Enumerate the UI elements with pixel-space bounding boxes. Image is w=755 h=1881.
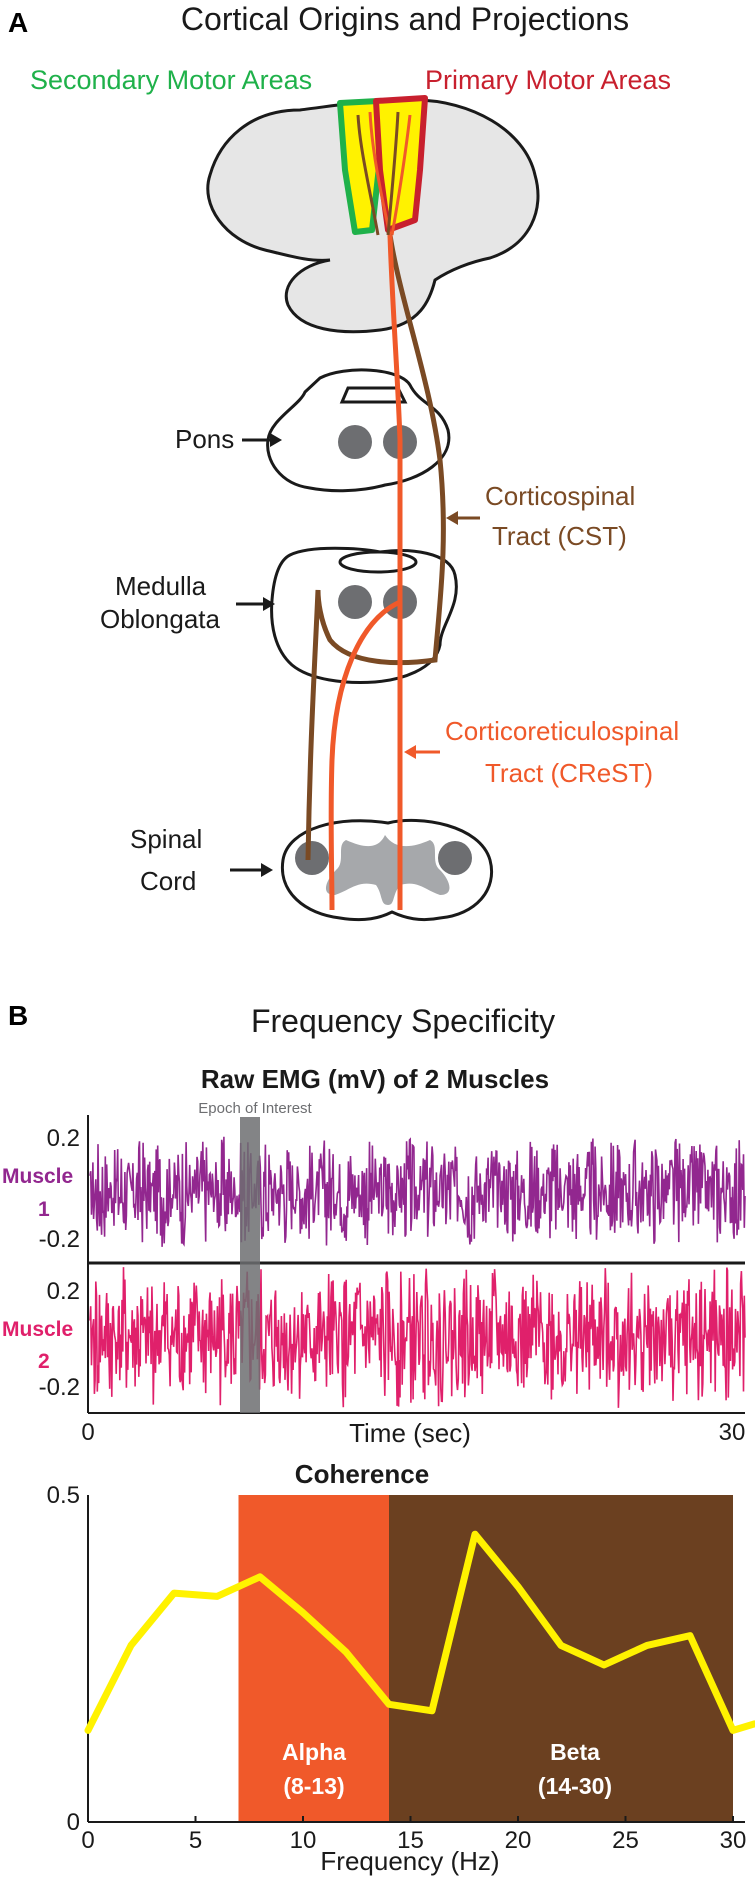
x-tick-label: 15	[397, 1827, 424, 1854]
primary-motor-areas-label: Primary Motor Areas	[425, 65, 671, 95]
spinal-nucleus-right	[438, 841, 472, 875]
coherence-line	[84, 1530, 755, 1734]
panel-b-letter: B	[8, 1000, 28, 1031]
emg2-tick-top: 0.2	[47, 1278, 80, 1305]
emg-trace-muscle-1	[89, 1136, 746, 1247]
medulla-label-line2: Oblongata	[100, 604, 221, 634]
medulla-ventricle	[338, 550, 418, 574]
x-tick-label: 0	[81, 1827, 94, 1854]
x-tick-label: 5	[189, 1827, 202, 1854]
alpha-label-line2: (8-13)	[283, 1773, 344, 1799]
x-tick-label: 20	[505, 1827, 532, 1854]
cst-tract	[305, 234, 446, 861]
pons-nucleus-left	[338, 425, 372, 459]
muscle1-label-line2: 1	[38, 1198, 50, 1221]
panel-a: A Cortical Origins and Projections Secon…	[8, 1, 679, 922]
spinal-label-line1: Spinal	[130, 824, 202, 854]
time-tick-30: 30	[719, 1419, 746, 1446]
frequency-axis-label: Frequency (Hz)	[320, 1846, 499, 1876]
spinal-grey-matter	[325, 835, 450, 905]
emg-title: Raw EMG (mV) of 2 Muscles	[201, 1064, 549, 1094]
spinal-nucleus-left	[295, 841, 329, 875]
y-tick-label: 0.5	[47, 1482, 80, 1509]
crest-label-line1: Corticoreticulospinal	[445, 716, 679, 746]
x-tick-label: 30	[720, 1827, 747, 1854]
muscle2-label-line2: 2	[38, 1350, 50, 1373]
epoch-of-interest-band	[240, 1117, 260, 1413]
emg-traces	[89, 1136, 746, 1408]
time-tick-0: 0	[81, 1419, 94, 1446]
crest-tract	[328, 234, 403, 911]
cortical-fibres	[356, 111, 412, 236]
coherence-title: Coherence	[295, 1459, 429, 1489]
beta-label-line2: (14-30)	[538, 1773, 612, 1799]
pons-arrowhead	[270, 433, 282, 447]
spinal-label-line2: Cord	[140, 866, 196, 896]
panel-a-letter: A	[8, 7, 28, 38]
medulla-label-line1: Medulla	[115, 571, 207, 601]
primary-motor-area	[373, 95, 428, 233]
medulla-arrowhead	[263, 597, 275, 611]
spinal-arrowhead	[261, 863, 273, 877]
emg-trace-muscle-2	[89, 1267, 746, 1408]
y-tick-label: 0	[67, 1809, 80, 1836]
beta-label-line1: Beta	[550, 1739, 600, 1765]
muscle2-label-line1: Muscle	[2, 1318, 73, 1341]
coherence-chart: 0 5 10 15 20 25 30 0 0.5	[47, 1482, 755, 1854]
cst-arrowhead	[446, 511, 458, 525]
alpha-band	[238, 1495, 389, 1822]
epoch-of-interest-label: Epoch of Interest	[198, 1100, 312, 1117]
emg1-tick-bottom: -0.2	[39, 1226, 80, 1253]
emg2-tick-bottom: -0.2	[39, 1374, 80, 1401]
muscle1-label-line1: Muscle	[2, 1165, 73, 1188]
panel-b: B Frequency Specificity Raw EMG (mV) of …	[2, 1000, 755, 1876]
pons-label: Pons	[175, 424, 234, 454]
secondary-motor-areas-label: Secondary Motor Areas	[30, 65, 312, 95]
panel-b-title: Frequency Specificity	[251, 1003, 555, 1039]
panel-a-title: Cortical Origins and Projections	[181, 1, 629, 37]
time-axis-label: Time (sec)	[349, 1418, 471, 1448]
pons-ventricle	[339, 386, 408, 404]
x-tick-label: 25	[612, 1827, 639, 1854]
alpha-label-line1: Alpha	[282, 1739, 346, 1765]
crest-label-line2: Tract (CReST)	[485, 758, 653, 788]
emg1-tick-top: 0.2	[47, 1125, 80, 1152]
x-tick-label: 10	[290, 1827, 317, 1854]
cst-label-line1: Corticospinal	[485, 481, 635, 511]
crest-arrowhead	[404, 745, 416, 759]
cst-label-line2: Tract (CST)	[492, 521, 627, 551]
medulla-nucleus-left	[338, 585, 372, 619]
